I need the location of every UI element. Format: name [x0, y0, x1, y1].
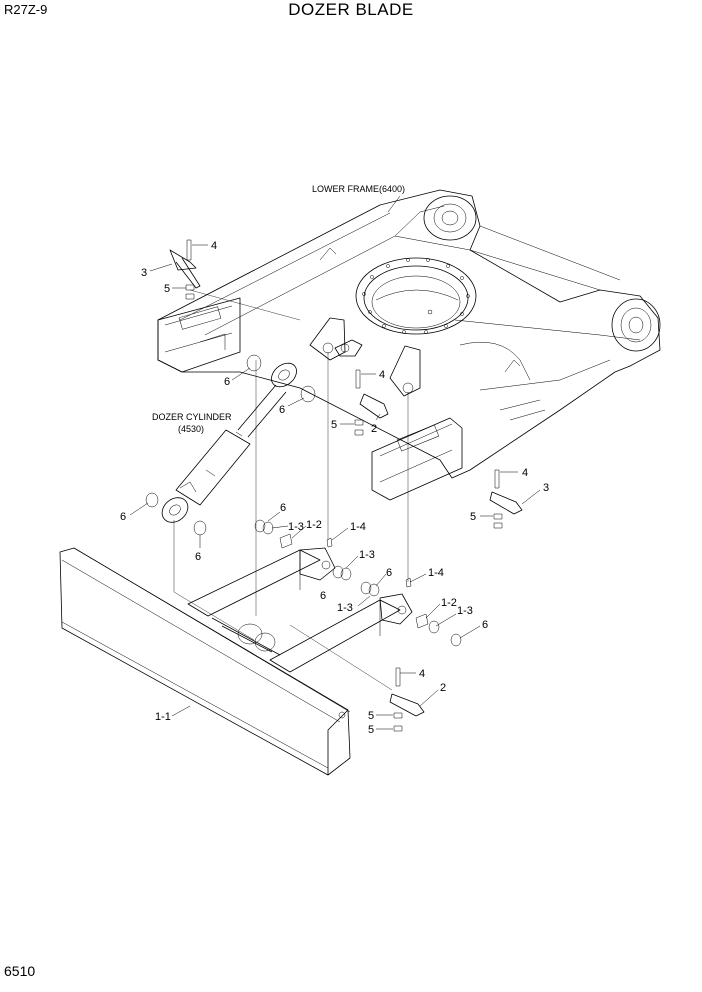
model-code: R27Z-9 [4, 2, 48, 17]
nut-icon [393, 712, 403, 719]
callout-6: 6 [120, 511, 126, 523]
pin-icon [389, 693, 425, 717]
dozer-cylinder-code: (4530) [178, 424, 204, 434]
callout-1-3: 1-3 [288, 521, 304, 533]
o-ring-icon [368, 583, 380, 597]
callout-1-4: 1-4 [350, 521, 366, 533]
callout-5: 5 [368, 710, 374, 722]
callout-labels: 4 3 5 6 6 4 5 2 4 3 5 6 6 6 1-3 1-2 1-4 … [120, 240, 549, 736]
callout-4: 4 [419, 668, 425, 680]
callout-4: 4 [379, 369, 385, 381]
pin-icon [175, 257, 201, 289]
callout-6: 6 [224, 376, 230, 388]
dozer-cylinder [161, 362, 297, 523]
callout-2: 2 [371, 423, 377, 435]
bushing-icon [279, 533, 293, 549]
nut-icon [354, 429, 364, 436]
nut-icon [493, 513, 503, 520]
callout-6: 6 [320, 590, 326, 602]
dozer-cylinder-label: DOZER CYLINDER [152, 412, 232, 422]
callout-1-3: 1-3 [457, 605, 473, 617]
nut-icon [185, 293, 195, 300]
o-ring-icon [254, 519, 266, 533]
callout-1-3: 1-3 [337, 602, 353, 614]
lower-frame-leader [387, 195, 401, 213]
pin-icon [489, 491, 523, 515]
page-title: DOZER BLADE [288, 0, 414, 19]
o-ring-icon [450, 633, 462, 647]
callout-1-2: 1-2 [441, 597, 457, 609]
grease-nipple-icon [326, 537, 333, 548]
callout-3: 3 [141, 267, 147, 279]
callout-5: 5 [368, 724, 374, 736]
pin-icon [169, 249, 197, 271]
callout-5: 5 [164, 283, 170, 295]
callout-6: 6 [386, 567, 392, 579]
lower-frame [157, 189, 661, 501]
callout-3: 3 [543, 482, 549, 494]
callout-1-2: 1-2 [306, 519, 322, 531]
assembly-guide-lines [173, 289, 409, 691]
o-ring-icon [360, 581, 372, 595]
small-parts [145, 239, 523, 732]
bushing-icon [415, 613, 429, 629]
bolt-icon [494, 469, 500, 489]
callout-1-3: 1-3 [359, 549, 375, 561]
callout-6: 6 [280, 502, 286, 514]
o-ring-icon [332, 565, 344, 579]
callout-4: 4 [211, 240, 217, 252]
callout-5: 5 [470, 511, 476, 523]
nut-icon [393, 725, 403, 732]
callout-5: 5 [331, 419, 337, 431]
nut-icon [354, 419, 364, 426]
callout-4: 4 [522, 467, 528, 479]
bolt-icon [186, 239, 192, 261]
callout-2: 2 [440, 682, 446, 694]
callout-6: 6 [482, 619, 488, 631]
pin-icon [359, 393, 389, 419]
grease-nipple-icon [405, 577, 412, 588]
o-ring-icon [193, 520, 207, 536]
o-ring-icon [300, 385, 316, 403]
callout-6: 6 [195, 551, 201, 563]
callout-1-1: 1-1 [155, 711, 171, 723]
o-ring-icon [145, 492, 159, 508]
lower-frame-label: LOWER FRAME(6400) [312, 184, 405, 194]
o-ring-icon [428, 620, 440, 634]
nut-icon [185, 284, 195, 291]
bolt-icon [395, 667, 401, 687]
nut-icon [493, 522, 503, 529]
page-number: 6510 [4, 963, 36, 979]
dozer-blade [59, 547, 413, 776]
callout-1-4: 1-4 [428, 567, 444, 579]
o-ring-icon [246, 354, 262, 372]
callout-6: 6 [279, 404, 285, 416]
bolt-icon [355, 369, 361, 389]
